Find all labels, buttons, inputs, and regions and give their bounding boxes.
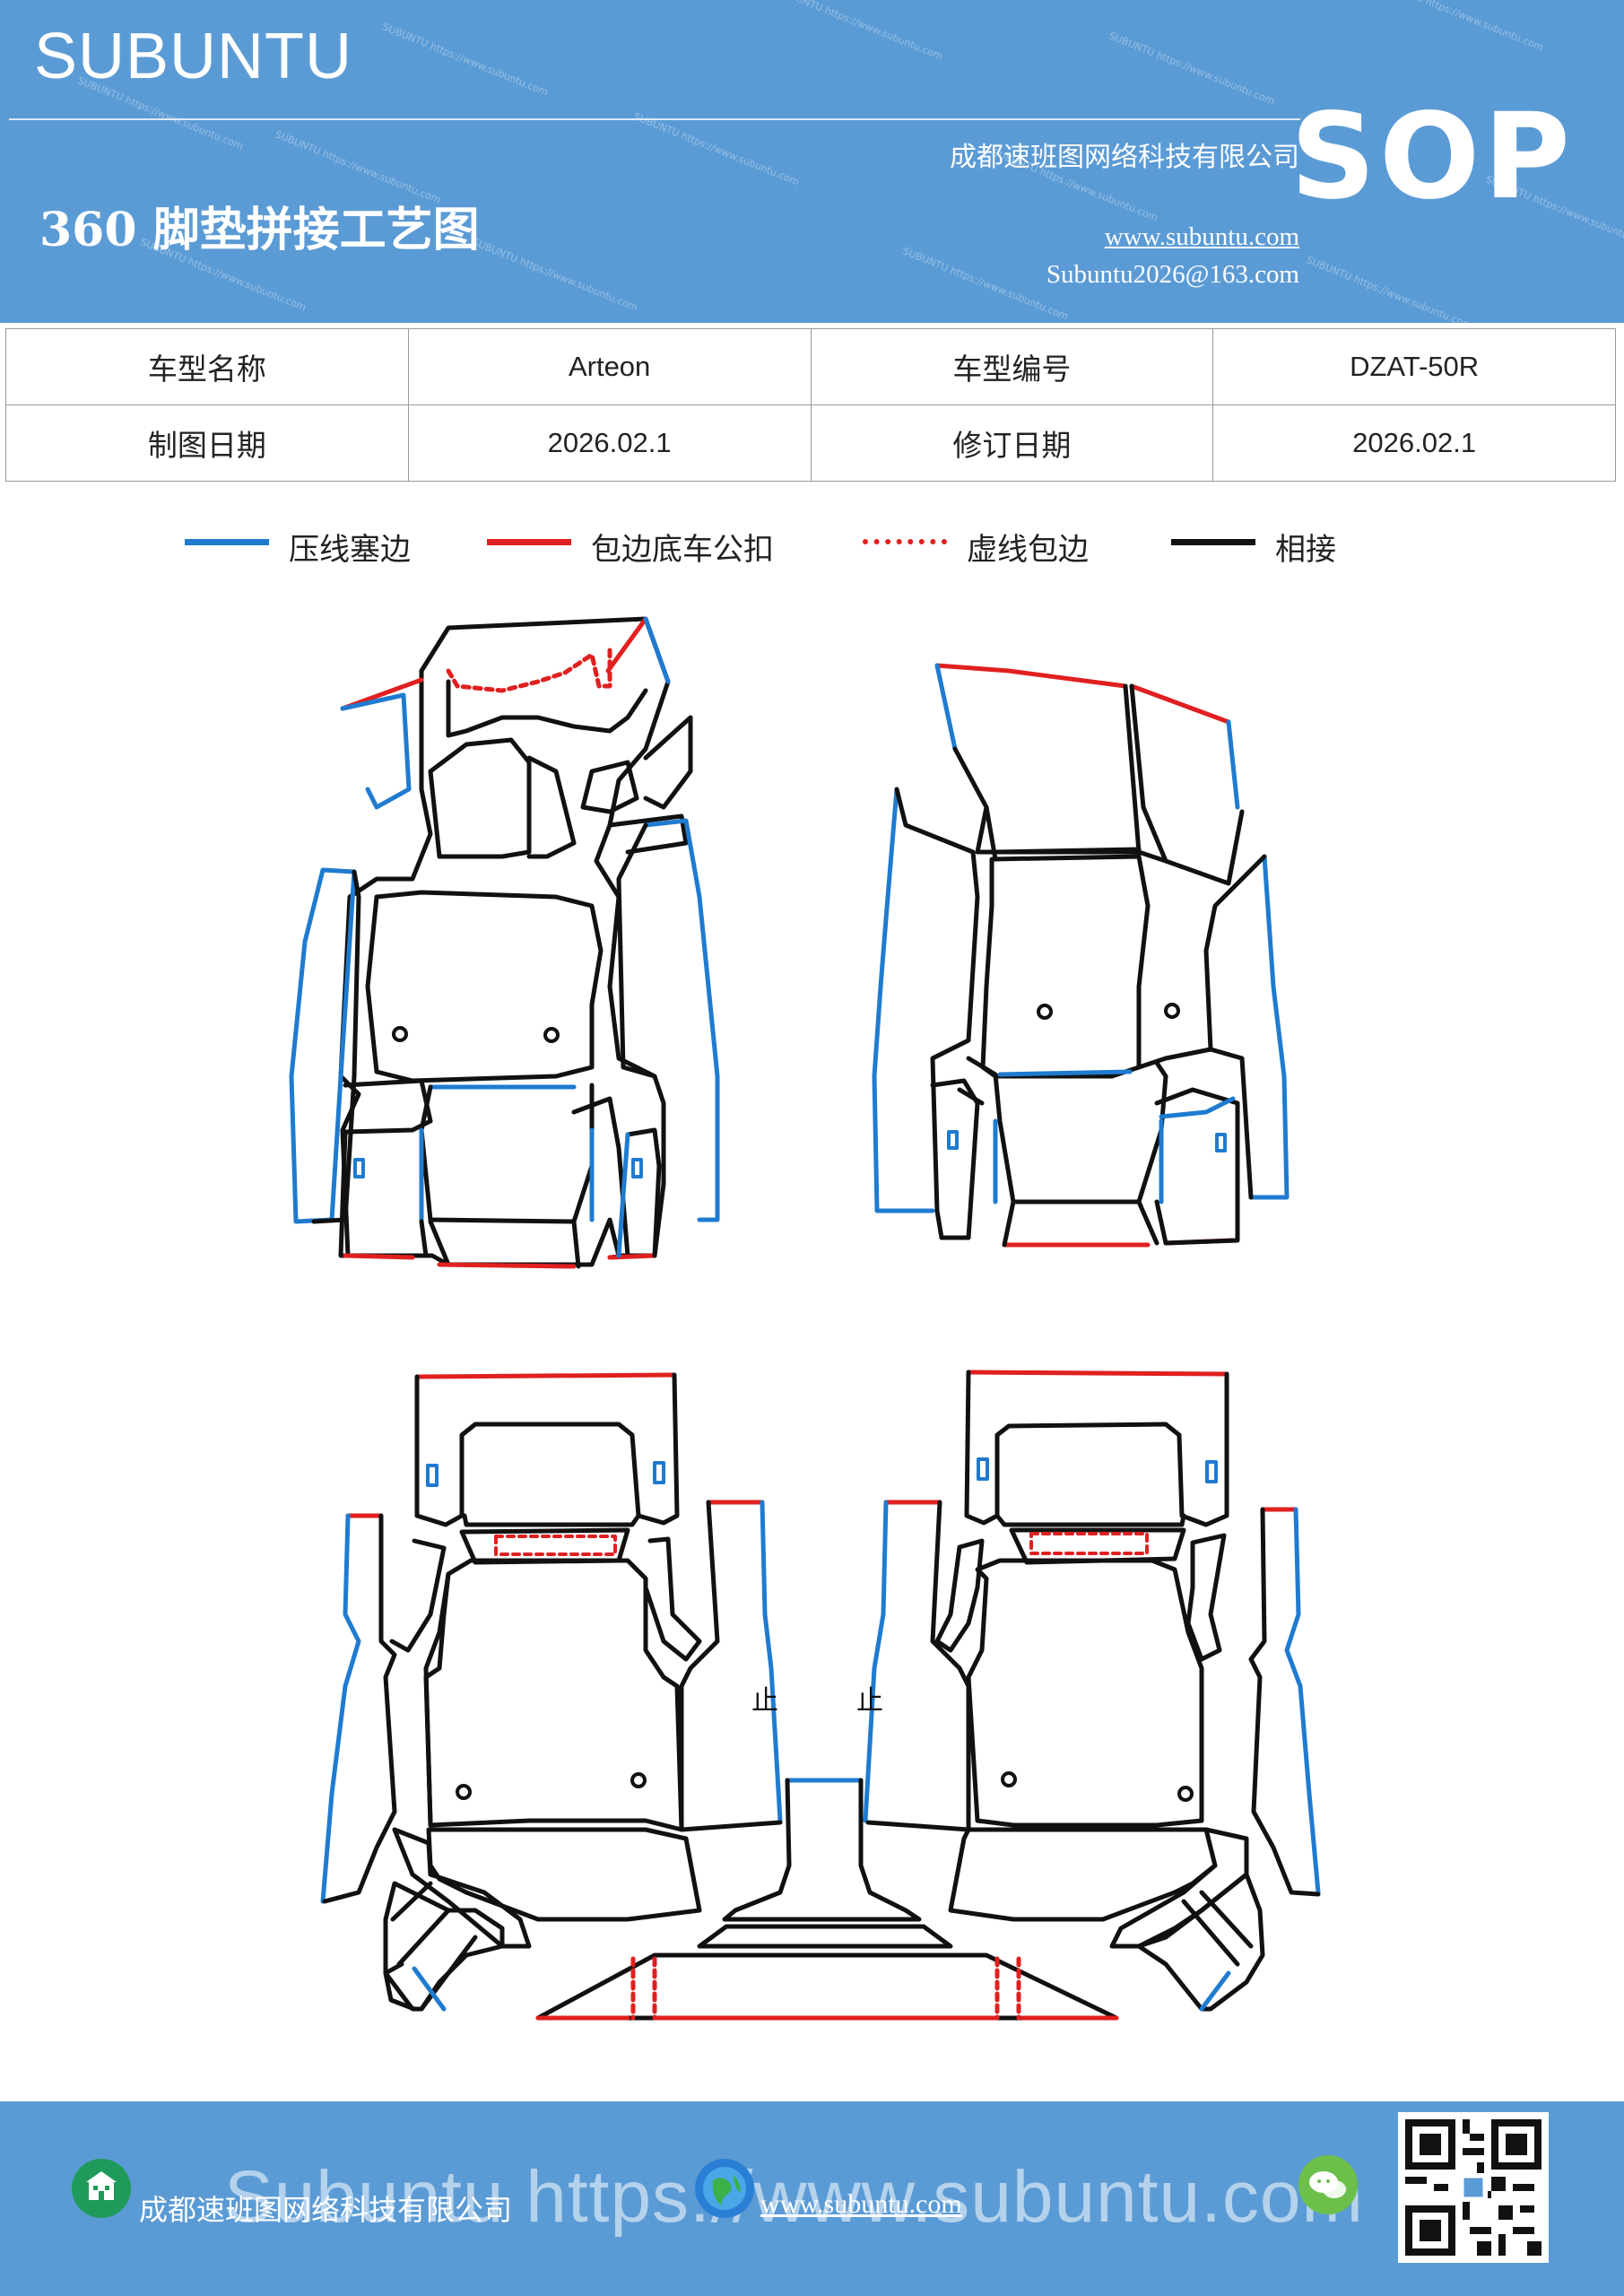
rear-right-mat (863, 1370, 1321, 2012)
model-code-label: 车型编号 (810, 328, 1214, 405)
legend-swatch-blue (185, 539, 269, 545)
table-row: 制图日期 2026.02.1 修订日期 2026.02.1 (5, 404, 1616, 482)
revise-date-value: 2026.02.1 (1212, 404, 1616, 482)
header-watermark-text: SUBUNTU https://www.subuntu.com (1376, 0, 1546, 54)
footer-banner: Subuntu https://www.subuntu.com 成都速班图网络科… (0, 2101, 1624, 2296)
header-watermark-text: SUBUNTU https://www.subuntu.com (1107, 30, 1277, 108)
legend-label: 相接 (1275, 532, 1336, 568)
header-watermark-text: SUBUNTU https://www.subuntu.com (775, 0, 945, 63)
model-name-value: Arteon (407, 328, 812, 405)
globe-icon (695, 2159, 754, 2218)
sop-badge: SOP (1290, 88, 1574, 226)
center-tunnel-mat (535, 1778, 1119, 2021)
legend-swatch-red (487, 539, 571, 545)
document-title: 360 脚垫拼接工艺图 (39, 203, 480, 257)
line-legend: 压线塞边 包边底车公扣 虚线包边 相接 (0, 525, 1624, 578)
qr-code (1398, 2112, 1549, 2263)
brand-logo-text: SUBUNTU (34, 21, 353, 92)
legend-label: 虚线包边 (967, 532, 1089, 568)
legend-label: 包边底车公扣 (591, 532, 774, 568)
header-divider (9, 118, 1300, 120)
email-address: Subuntu2026@163.com (1046, 260, 1299, 289)
legend-swatch-red-dotted (863, 539, 947, 544)
stop-mark-right: 止 (856, 1685, 883, 1717)
website-link[interactable]: www.subuntu.com (1104, 222, 1299, 251)
header-watermark-text: SUBUNTU https://www.subuntu.com (470, 236, 640, 314)
draw-date-label: 制图日期 (5, 404, 409, 482)
model-code-value: DZAT-50R (1212, 328, 1616, 405)
header-watermark-text: SUBUNTU https://www.subuntu.com (631, 110, 802, 188)
vehicle-info-table: 车型名称 Arteon 车型编号 DZAT-50R 制图日期 2026.02.1… (5, 328, 1616, 482)
company-name: 成都速班图网络科技有限公司 (950, 142, 1299, 173)
stop-mark-left: 止 (751, 1685, 778, 1717)
header-watermark-text: SUBUNTU https://www.subuntu.com (380, 21, 551, 99)
rear-left-mat (320, 1372, 783, 2012)
table-row: 车型名称 Arteon 车型编号 DZAT-50R (5, 328, 1616, 405)
front-right-mat (872, 663, 1290, 1248)
legend-label: 压线塞边 (289, 532, 411, 568)
revise-date-label: 修订日期 (810, 404, 1214, 482)
footer-watermark: Subuntu https://www.subuntu.com (224, 2156, 1364, 2238)
header-watermark-text: SUBUNTU https://www.subuntu.com (900, 245, 1071, 323)
chat-icon (1298, 2155, 1358, 2214)
draw-date-value: 2026.02.1 (407, 404, 812, 482)
model-name-label: 车型名称 (5, 328, 409, 405)
header-watermark-text: SUBUNTU https://www.subuntu.com (1304, 254, 1474, 323)
floor-mat-diagram: 止 止 (289, 616, 1321, 2021)
building-icon (72, 2159, 131, 2218)
footer-website-link[interactable]: www.subuntu.com (760, 2189, 962, 2219)
footer-company-name: 成都速班图网络科技有限公司 (139, 2193, 513, 2227)
legend-swatch-black (1171, 539, 1255, 545)
front-left-mat (289, 616, 720, 1269)
